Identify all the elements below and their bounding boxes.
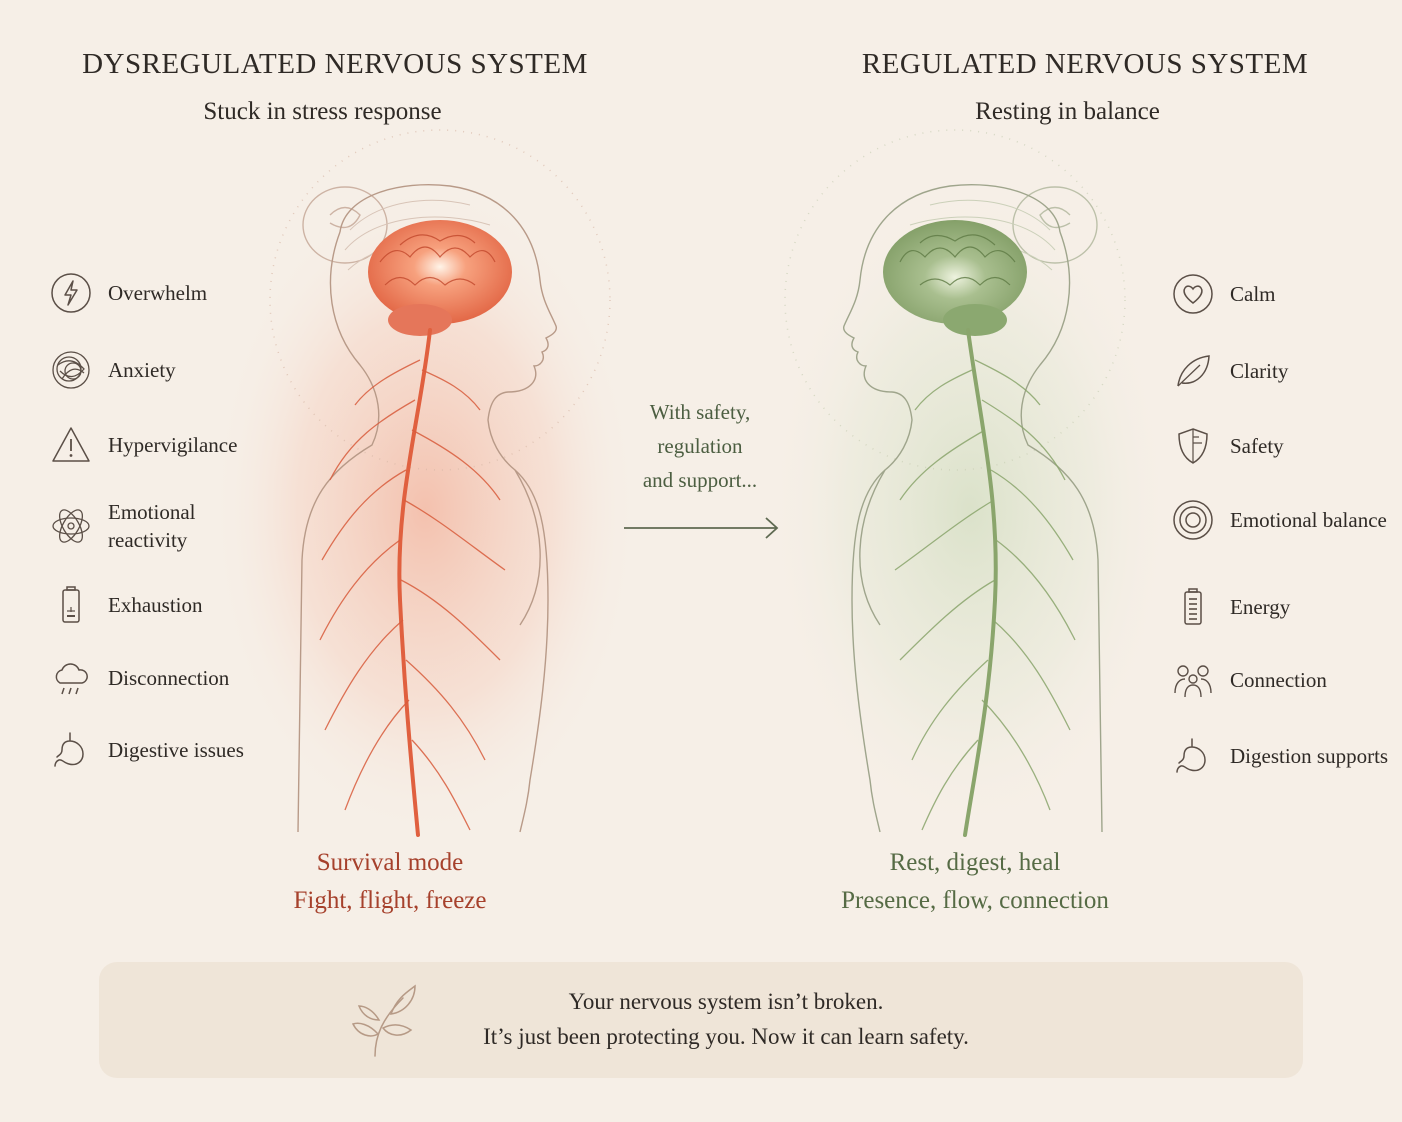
right-item-label: Clarity (1230, 359, 1289, 383)
stomach-icon (1172, 735, 1214, 777)
left-item-label: Digestive issues (108, 738, 244, 762)
warning-icon (50, 424, 92, 466)
battery-full-icon (1172, 586, 1214, 628)
people-icon (1172, 659, 1214, 701)
right-item-clarity: Clarity (1172, 350, 1288, 392)
tangle-icon (50, 349, 92, 391)
right-figure (842, 184, 1103, 833)
right-item-emotional-balance: Emotional balance (1172, 499, 1387, 541)
transition-line-1: With safety, (649, 400, 751, 424)
right-item-label: Calm (1230, 282, 1276, 306)
heart-icon (1172, 273, 1214, 315)
left-item-exhaustion: Exhaustion (50, 584, 203, 626)
concentric-circles-icon (1172, 499, 1214, 541)
right-caption-line-2: Presence, flow, connection (841, 887, 1109, 914)
left-item-label: Exhaustion (108, 593, 203, 617)
battery-low-icon (50, 584, 92, 626)
left-item-hypervigilance: Hypervigilance (50, 424, 237, 466)
atom-icon (50, 505, 92, 547)
left-subtitle: Stuck in stress response (203, 98, 442, 125)
left-item-label: Anxiety (108, 358, 176, 382)
left-item-overwhelm: Overwhelm (50, 272, 207, 314)
footer-text: Your nervous system isn’t broken. It’s j… (420, 984, 1032, 1054)
right-caption: Rest, digest, heal Presence, flow, conne… (790, 844, 1160, 920)
right-item-label: Safety (1230, 434, 1284, 458)
left-caption-line-2: Fight, flight, freeze (293, 887, 487, 914)
right-item-digestion-supports: Digestion supports (1172, 735, 1388, 777)
footer-panel (99, 962, 1303, 1078)
transition-text: With safety, regulation and support... (600, 395, 800, 497)
right-subtitle: Resting in balance (975, 98, 1160, 125)
left-item-emotional-reactivity: Emotional reactivity (50, 498, 278, 554)
left-figure (297, 184, 558, 833)
left-item-label: Overwhelm (108, 281, 208, 305)
transition-line-2: regulation (657, 434, 743, 458)
right-item-safety: Safety (1172, 425, 1284, 467)
right-item-label: Connection (1230, 668, 1327, 692)
stomach-icon (50, 729, 92, 771)
left-caption: Survival mode Fight, flight, freeze (240, 844, 540, 920)
right-spine (963, 328, 998, 837)
right-item-label: Digestion supports (1230, 744, 1389, 768)
shield-icon (1172, 425, 1214, 467)
left-item-disconnection: Disconnection (50, 657, 229, 699)
right-caption-line-1: Rest, digest, heal (889, 849, 1061, 876)
rain-cloud-icon (50, 657, 92, 699)
leaf-icon (1172, 350, 1214, 392)
left-title: DYSREGULATED NERVOUS SYSTEM (82, 48, 588, 80)
footer-line-1: Your nervous system isn’t broken. (568, 989, 884, 1014)
sprout-icon (345, 980, 425, 1060)
right-item-energy: Energy (1172, 586, 1290, 628)
lightning-icon (50, 272, 92, 314)
left-item-digestive-issues: Digestive issues (50, 729, 244, 771)
right-item-label: Emotional balance (1230, 508, 1387, 532)
left-item-label: Emotional reactivity (108, 500, 196, 552)
left-item-anxiety: Anxiety (50, 349, 176, 391)
transition-line-3: and support... (642, 468, 758, 492)
left-item-label: Hypervigilance (108, 433, 238, 457)
transition-arrow (624, 517, 779, 539)
right-item-label: Energy (1230, 595, 1291, 619)
left-item-label: Disconnection (108, 666, 230, 690)
right-item-calm: Calm (1172, 273, 1276, 315)
left-caption-line-1: Survival mode (316, 849, 464, 876)
right-title: REGULATED NERVOUS SYSTEM (861, 48, 1309, 80)
footer-line-2: It’s just been protecting you. Now it ca… (483, 1024, 969, 1049)
right-item-connection: Connection (1172, 659, 1327, 701)
left-spine (397, 328, 432, 837)
